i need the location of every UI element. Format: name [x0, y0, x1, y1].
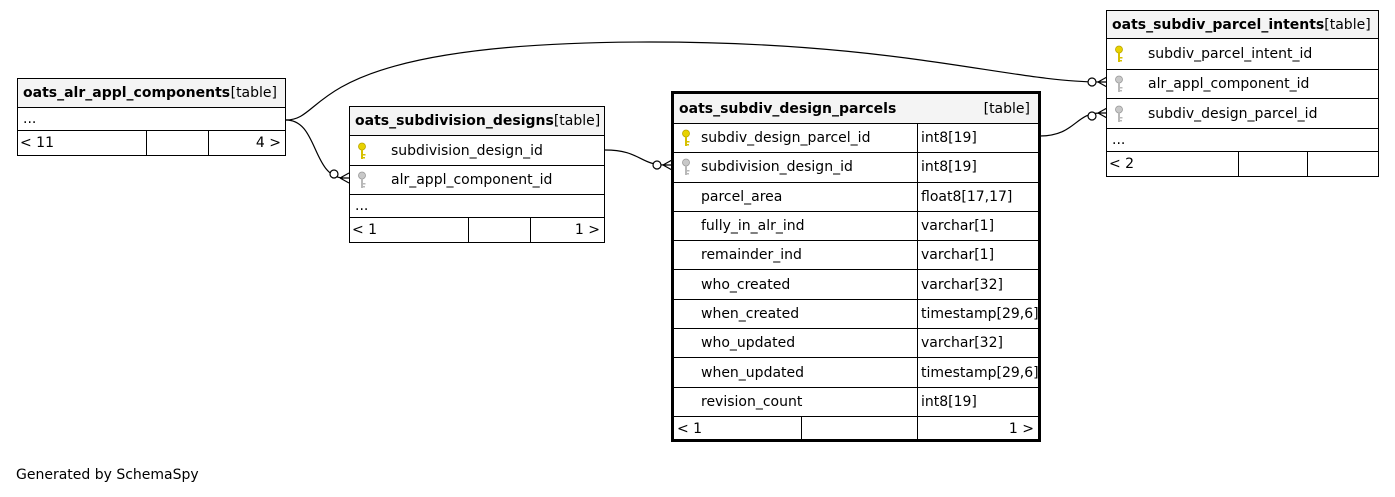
table-name: oats_subdiv_design_parcels	[679, 100, 897, 117]
zero-marker	[1087, 77, 1097, 87]
column-name: revision_count	[701, 393, 803, 410]
column-row[interactable]: subdivision_design_id int8[19]	[674, 153, 1038, 183]
column-name: who_created	[701, 276, 791, 293]
column-name: when_created	[701, 305, 800, 322]
column-ellipsis: ...	[18, 108, 285, 131]
table-footer: < 1 1 >	[674, 416, 1038, 441]
children-count[interactable]: 1 >	[530, 218, 604, 242]
column-type: timestamp[29,6]	[917, 299, 1039, 329]
column-name: subdivision_design_id	[701, 159, 853, 176]
column-type: varchar[1]	[917, 241, 1038, 270]
footer-spacer	[146, 131, 208, 155]
primary-key-icon	[674, 129, 698, 147]
table-kind: [table]	[553, 113, 601, 129]
column-name: alr_appl_component_id	[1148, 76, 1310, 92]
ellipsis-text: ...	[1112, 132, 1126, 148]
column-row[interactable]: fully_in_alr_ind varchar[1]	[674, 211, 1038, 242]
ellipsis-text: ...	[355, 198, 369, 214]
column-type: varchar[32]	[917, 329, 1038, 358]
column-name: subdivision_design_id	[391, 142, 543, 159]
foreign-key-icon	[1107, 105, 1131, 123]
children-count[interactable]	[1307, 152, 1378, 176]
footer-spacer	[468, 218, 530, 242]
zero-marker	[1087, 111, 1097, 121]
column-type: int8[19]	[917, 153, 1038, 182]
table-footer: < 11 4 >	[18, 131, 285, 155]
column-type: timestamp[29,6]	[917, 358, 1039, 387]
crows-foot-marker	[339, 172, 350, 184]
column-row[interactable]: revision_count int8[19]	[674, 387, 1038, 417]
column-ellipsis: ...	[1107, 129, 1378, 152]
crows-foot-marker	[1097, 107, 1108, 119]
column-type: int8[19]	[917, 124, 1038, 153]
table-name: oats_subdiv_parcel_intents	[1112, 16, 1325, 33]
table-footer: < 2	[1107, 152, 1378, 176]
table-alr-appl-components[interactable]: oats_alr_appl_components [table] ... < 1…	[17, 78, 286, 156]
link-alr-to-subdivision-designs	[285, 119, 344, 179]
zero-marker	[652, 160, 662, 170]
column-name: who_updated	[701, 335, 796, 352]
column-name: subdiv_design_parcel_id	[701, 130, 871, 147]
column-name: remainder_ind	[701, 247, 802, 264]
crows-foot-marker	[662, 159, 673, 171]
column-type: varchar[1]	[917, 211, 1038, 241]
column-row[interactable]: subdivision_design_id	[350, 136, 604, 166]
table-header: oats_subdivision_designs [table]	[350, 107, 604, 136]
generated-by-caption: Generated by SchemaSpy	[16, 467, 199, 483]
parents-count[interactable]: < 2	[1109, 156, 1135, 172]
column-type: int8[19]	[917, 387, 1038, 416]
children-count[interactable]: 4 >	[208, 131, 285, 155]
column-name: subdiv_parcel_intent_id	[1148, 46, 1313, 62]
column-row[interactable]: subdiv_parcel_intent_id	[1107, 39, 1378, 70]
table-subdiv-parcel-intents[interactable]: oats_subdiv_parcel_intents [table] subdi…	[1106, 10, 1379, 177]
zero-marker	[329, 169, 339, 179]
foreign-key-icon	[674, 158, 698, 176]
column-row[interactable]: parcel_area float8[17,17]	[674, 182, 1038, 212]
column-row[interactable]: alr_appl_component_id	[1107, 70, 1378, 99]
table-subdiv-design-parcels[interactable]: oats_subdiv_design_parcels [table] subdi…	[671, 91, 1041, 442]
table-kind: [table]	[230, 85, 277, 101]
foreign-key-icon	[350, 171, 374, 189]
column-row[interactable]: who_created varchar[32]	[674, 270, 1038, 300]
column-row[interactable]: who_updated varchar[32]	[674, 329, 1038, 359]
foreign-key-icon	[1107, 75, 1131, 93]
column-row[interactable]: subdiv_design_parcel_id int8[19]	[674, 124, 1038, 154]
table-name: oats_alr_appl_components	[23, 85, 231, 101]
column-name: subdiv_design_parcel_id	[1148, 105, 1318, 122]
table-name: oats_subdivision_designs	[355, 113, 554, 129]
parents-count[interactable]: < 11	[20, 135, 54, 151]
column-row[interactable]: when_created timestamp[29,6]	[674, 299, 1039, 330]
column-row[interactable]: remainder_ind varchar[1]	[674, 241, 1038, 271]
column-type: float8[17,17]	[917, 182, 1038, 211]
column-ellipsis: ...	[350, 195, 604, 218]
crows-foot-marker	[1097, 76, 1108, 88]
column-type: varchar[32]	[917, 270, 1038, 299]
table-kind: [table]	[1324, 16, 1371, 33]
column-row[interactable]: when_updated timestamp[29,6]	[674, 358, 1039, 388]
column-name: parcel_area	[701, 188, 783, 205]
footer-spacer	[1238, 152, 1307, 176]
table-subdivision-designs[interactable]: oats_subdivision_designs [table] subdivi…	[349, 106, 605, 243]
column-name: fully_in_alr_ind	[701, 218, 805, 235]
parents-count[interactable]: < 1	[677, 420, 703, 437]
column-name: alr_appl_component_id	[391, 172, 553, 188]
primary-key-icon	[350, 142, 374, 160]
table-header: oats_subdiv_design_parcels [table]	[674, 94, 1038, 124]
column-name: when_updated	[701, 364, 805, 381]
link-alr-to-parcel-intents	[285, 41, 1101, 121]
table-footer: < 1 1 >	[350, 218, 604, 242]
column-row[interactable]: subdiv_design_parcel_id	[1107, 99, 1378, 129]
primary-key-icon	[1107, 45, 1131, 63]
column-row[interactable]: alr_appl_component_id	[350, 166, 604, 195]
ellipsis-text: ...	[23, 111, 37, 127]
parents-count[interactable]: < 1	[352, 222, 378, 238]
table-kind: [table]	[983, 100, 1030, 117]
children-count[interactable]: 1 >	[917, 416, 1038, 441]
table-header: oats_alr_appl_components [table]	[18, 79, 285, 108]
table-header: oats_subdiv_parcel_intents [table]	[1107, 11, 1378, 39]
footer-spacer	[801, 416, 917, 441]
